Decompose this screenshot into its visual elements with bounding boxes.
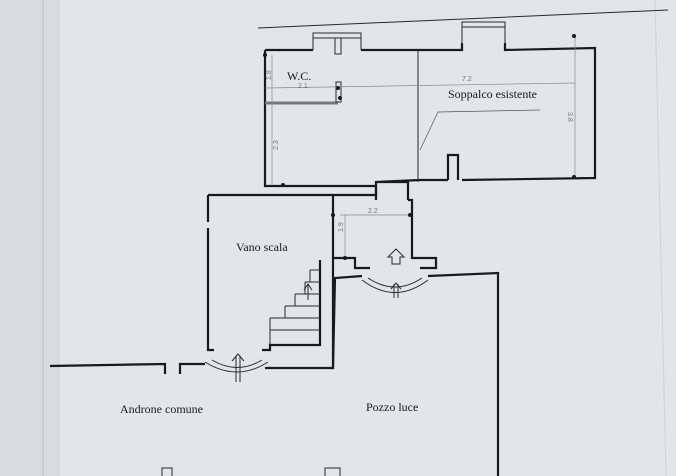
top-edge-line xyxy=(257,9,669,29)
pozzo-walls xyxy=(331,271,500,476)
stairwell-left-wall xyxy=(206,228,214,352)
corner-dot xyxy=(408,213,412,217)
dim-line-horizontal xyxy=(264,82,576,89)
entry-arrow-icon xyxy=(386,248,406,265)
corner-dot xyxy=(572,175,576,179)
soppalco-leader-line xyxy=(419,109,541,151)
window-sash-left xyxy=(334,37,342,55)
paper-margin-shade xyxy=(0,0,60,476)
upper-block xyxy=(263,21,597,200)
dim-label-passage-depth: 1.9 xyxy=(338,222,345,232)
lower-section xyxy=(49,271,500,476)
corner-dot xyxy=(281,183,285,187)
room-label-vano-scala: Vano scala xyxy=(236,240,288,254)
dim-label-soppalco-depth: 3.8 xyxy=(566,112,573,122)
page-edge-line xyxy=(654,0,667,476)
dim-label-soppalco-width: 7.2 xyxy=(462,76,472,83)
wall-stub-bottom xyxy=(324,467,341,476)
stair-door-inner xyxy=(211,359,263,368)
entry-arrow-icon xyxy=(390,282,402,298)
arch-door-inner xyxy=(367,277,423,288)
corner-dot xyxy=(572,34,576,38)
stair-arrow-icon xyxy=(303,283,313,300)
corner-dot xyxy=(338,96,342,100)
corner-dot xyxy=(331,213,335,217)
dim-label-wc-lower: 2.3 xyxy=(273,140,280,150)
room-label-androne: Androne comune xyxy=(120,402,203,416)
androne-top-wall xyxy=(49,362,205,374)
wall-stub-bottom xyxy=(161,467,173,476)
corner-dot xyxy=(336,86,340,90)
arch-door-outer xyxy=(361,279,429,293)
corner-dot xyxy=(263,53,267,57)
room-label-soppalco: Soppalco esistente xyxy=(448,87,537,101)
room-label-wc: W.C. xyxy=(287,69,311,83)
stair-entry-arrow-icon xyxy=(231,353,245,382)
room-label-pozzo: Pozzo luce xyxy=(366,400,418,414)
dim-label-wc-width: 2.1 xyxy=(298,83,308,90)
window-top-right xyxy=(461,21,506,43)
dim-label-passage-width: 2.2 xyxy=(368,208,378,215)
upper-outer-wall xyxy=(263,43,597,200)
dim-label-wc-height: 1.8 xyxy=(266,70,273,80)
corner-dot xyxy=(343,256,347,260)
wc-door-jamb xyxy=(335,81,342,103)
stair-door-outer xyxy=(204,361,269,373)
wall-stub xyxy=(446,153,460,180)
stairwell-top-wall xyxy=(206,193,333,222)
